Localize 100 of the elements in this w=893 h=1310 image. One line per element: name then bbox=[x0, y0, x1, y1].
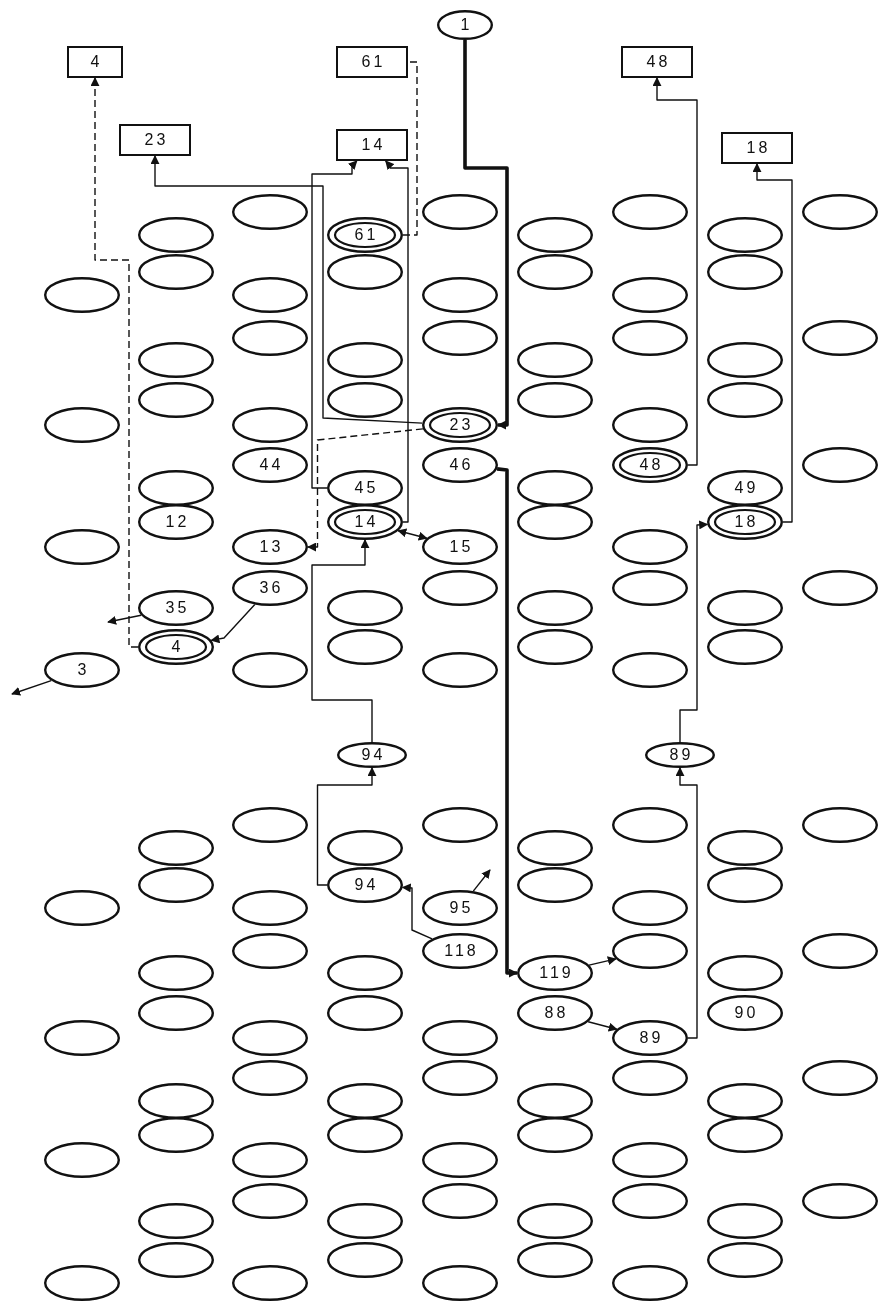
ellipse bbox=[517, 995, 593, 1031]
ellipse bbox=[422, 320, 498, 356]
ellipse bbox=[707, 995, 783, 1031]
ellipse bbox=[517, 217, 593, 253]
ellipse bbox=[327, 1083, 403, 1119]
label-box bbox=[336, 129, 408, 161]
ellipse bbox=[517, 629, 593, 665]
double-ellipse bbox=[422, 407, 498, 443]
ellipse bbox=[422, 1060, 498, 1096]
ellipse bbox=[422, 447, 498, 483]
label-box bbox=[621, 46, 693, 78]
ellipse bbox=[707, 254, 783, 290]
number-label: 48 bbox=[645, 53, 671, 71]
ellipse bbox=[707, 1083, 783, 1119]
arrow bbox=[752, 163, 793, 523]
ellipse bbox=[44, 1142, 120, 1178]
number-label: 61 bbox=[360, 53, 386, 71]
ellipse bbox=[422, 1020, 498, 1056]
ellipse bbox=[44, 407, 120, 443]
ellipse bbox=[138, 470, 214, 506]
ellipse bbox=[612, 320, 688, 356]
number-label: 119 bbox=[538, 964, 574, 982]
ellipse bbox=[422, 194, 498, 230]
ellipse bbox=[517, 590, 593, 626]
number-label: 95 bbox=[448, 899, 474, 917]
ellipse bbox=[327, 955, 403, 991]
ellipse bbox=[138, 342, 214, 378]
ellipse bbox=[232, 570, 308, 606]
ellipse bbox=[232, 1265, 308, 1301]
ellipse bbox=[138, 590, 214, 626]
ellipse bbox=[138, 1203, 214, 1239]
ellipse bbox=[517, 1083, 593, 1119]
ellipse bbox=[422, 652, 498, 688]
number-label: 89 bbox=[668, 746, 694, 764]
ellipse bbox=[232, 320, 308, 356]
number-label: 48 bbox=[638, 456, 664, 474]
ellipse bbox=[422, 1183, 498, 1219]
number-label: 12 bbox=[164, 513, 190, 531]
ellipse bbox=[707, 867, 783, 903]
ellipse bbox=[707, 1203, 783, 1239]
number-label: 46 bbox=[448, 456, 474, 474]
arrow bbox=[311, 539, 373, 743]
ellipse bbox=[707, 590, 783, 626]
arrow bbox=[210, 603, 256, 644]
double-ellipse bbox=[327, 504, 403, 540]
ellipse bbox=[232, 807, 308, 843]
ellipse bbox=[232, 194, 308, 230]
number-label: 118 bbox=[443, 942, 479, 960]
ellipse bbox=[422, 890, 498, 926]
ellipse bbox=[612, 1183, 688, 1219]
ellipse bbox=[327, 830, 403, 866]
ellipse bbox=[44, 1020, 120, 1056]
ellipse bbox=[802, 320, 878, 356]
ellipse bbox=[612, 1060, 688, 1096]
arrow bbox=[496, 467, 518, 978]
ellipse bbox=[612, 933, 688, 969]
ellipse bbox=[612, 529, 688, 565]
number-label: 23 bbox=[143, 131, 169, 149]
ellipse bbox=[517, 504, 593, 540]
ellipse bbox=[44, 890, 120, 926]
ellipse bbox=[44, 1265, 120, 1301]
ellipse bbox=[612, 1020, 688, 1056]
ellipse bbox=[138, 1083, 214, 1119]
arrow bbox=[311, 160, 358, 489]
ellipse bbox=[422, 277, 498, 313]
number-label: 15 bbox=[448, 538, 474, 556]
number-label: 14 bbox=[353, 513, 379, 531]
ellipse bbox=[327, 382, 403, 418]
ellipse bbox=[517, 470, 593, 506]
number-label: 61 bbox=[353, 226, 379, 244]
number-label: 44 bbox=[258, 456, 284, 474]
number-label: 88 bbox=[543, 1004, 569, 1022]
arrow bbox=[463, 40, 509, 430]
ellipse bbox=[422, 1265, 498, 1301]
label-box bbox=[67, 46, 123, 78]
arrow bbox=[11, 679, 52, 696]
ellipse bbox=[612, 807, 688, 843]
ellipse bbox=[517, 830, 593, 866]
ellipse bbox=[44, 529, 120, 565]
ellipse bbox=[138, 1117, 214, 1153]
ellipse bbox=[138, 1242, 214, 1278]
ellipse bbox=[517, 254, 593, 290]
ellipse bbox=[232, 529, 308, 565]
ellipse bbox=[138, 830, 214, 866]
ellipse bbox=[707, 470, 783, 506]
ellipse bbox=[138, 995, 214, 1031]
ellipse bbox=[422, 933, 498, 969]
ellipse bbox=[802, 1060, 878, 1096]
ellipse bbox=[327, 1242, 403, 1278]
ellipse bbox=[517, 382, 593, 418]
number-label: 36 bbox=[258, 579, 284, 597]
ellipse bbox=[707, 1117, 783, 1153]
number-label: 89 bbox=[638, 1029, 664, 1047]
arrow bbox=[90, 77, 139, 648]
number-label: 94 bbox=[353, 876, 379, 894]
connector-line bbox=[402, 61, 418, 236]
number-label: 4 bbox=[170, 638, 184, 656]
ellipse bbox=[44, 652, 120, 688]
ellipse bbox=[232, 277, 308, 313]
ellipse bbox=[327, 1203, 403, 1239]
